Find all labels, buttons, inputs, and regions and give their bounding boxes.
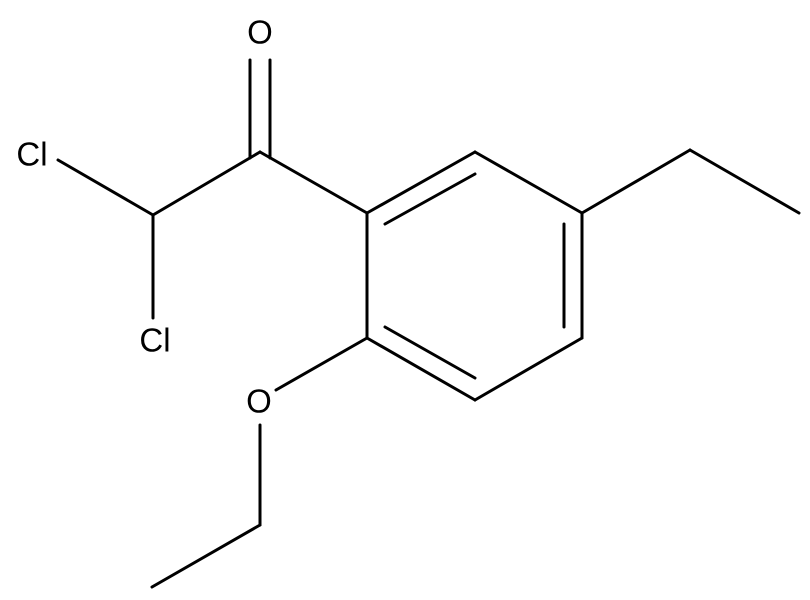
ring-bond-2 [473, 150, 584, 215]
atom-chlorine-lower: Cl [139, 322, 170, 359]
ring-bond-5-inner [383, 325, 477, 380]
bond-ring-ethyl [580, 148, 692, 215]
bond-ethoxy-ch3 [150, 523, 262, 589]
ring-bond-4 [473, 336, 584, 402]
atom-chlorine-upper: Cl [16, 136, 47, 173]
bond-carbonyl-ring [258, 150, 369, 215]
ring-bond-1 [365, 150, 477, 215]
bond-c-cl-upper [56, 158, 155, 217]
atom-oxygen-carbonyl: O [247, 14, 273, 51]
atom-oxygen-ether: O [246, 383, 272, 420]
ring-bond-5 [365, 336, 477, 402]
bond-ethyl-ch3 [688, 148, 801, 215]
bond-ring-oxygen [274, 336, 369, 392]
ring-bond-1-inner [383, 172, 477, 226]
bond-c-chcl2 [151, 150, 262, 217]
